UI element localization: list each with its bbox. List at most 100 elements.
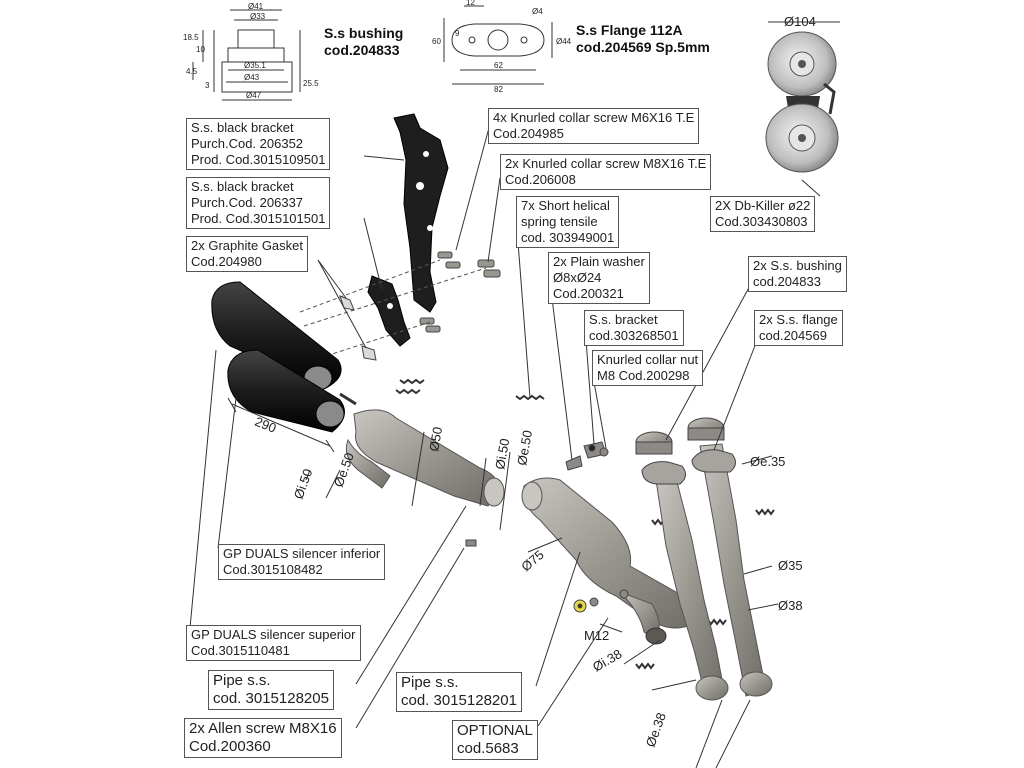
- dim-de50-b: Øe.50: [514, 429, 535, 466]
- label-optional: OPTIONAL cod.5683: [452, 720, 538, 760]
- label-black-bracket-2: S.s. black bracket Purch.Cod. 206337 Pro…: [186, 177, 331, 229]
- label-line: Cod.3015110481: [191, 643, 290, 658]
- label-line: 2x Knurled collar screw M8X16 T.E: [505, 156, 707, 171]
- dim-de38: Øe.38: [643, 711, 669, 749]
- dim-d38: Ø38: [778, 598, 803, 613]
- screws-m8: [477, 259, 501, 278]
- dim-m12: M12: [584, 628, 609, 643]
- dim-d35: Ø35: [778, 558, 803, 573]
- dim-bushing-25-5: 25.5: [303, 79, 319, 88]
- label-line: Cod.3015108482: [223, 562, 323, 577]
- label-line: S.s. bracket: [589, 312, 658, 327]
- bushing-detail-drawing: [192, 9, 301, 101]
- label-line: cod.204569: [759, 328, 827, 343]
- label-line: cod.303268501: [589, 328, 679, 343]
- dim-di50-b: Øi.50: [492, 437, 512, 470]
- label-line: Cod.303430803: [715, 214, 808, 229]
- label-line: 2x S.s. flange: [759, 312, 838, 327]
- label-pipe-1: Pipe s.s. cod. 3015128205: [208, 670, 334, 710]
- dim-flange-d4: Ø4: [532, 7, 543, 16]
- label-line: Pipe s.s.: [401, 674, 459, 691]
- flange-detail-drawing: [443, 5, 553, 85]
- label-silencer-superior: GP DUALS silencer superior Cod.301511048…: [186, 625, 361, 661]
- db-killer-drawing: [765, 21, 840, 173]
- dim-di50-a: Øi.50: [291, 467, 316, 501]
- label-line: Knurled collar nut: [597, 352, 699, 367]
- dim-d50-a: Ø50: [426, 426, 445, 453]
- label-line: Prod. Cod.3015101501: [191, 211, 326, 226]
- dim-flange-62: 62: [494, 61, 503, 70]
- header-flanges: [641, 449, 736, 485]
- dimension-lines: [227, 397, 779, 691]
- graphite-gaskets: [339, 295, 377, 361]
- dim-bushing-18-5: 18.5: [183, 33, 199, 42]
- label-leaders: [189, 123, 821, 768]
- bushing-dimensions: Ø41 Ø33 18.5 10 4.5 3 Ø35.1 Ø43 Ø47 25.5: [183, 2, 319, 100]
- label-ss-bracket: S.s. bracket cod.303268501: [584, 310, 684, 346]
- label-collar-nut: Knurled collar nut M8 Cod.200298: [592, 350, 704, 386]
- small-hardware: [465, 441, 629, 613]
- dim-bushing-d43: Ø43: [244, 73, 260, 82]
- label-line: Cod.206008: [505, 172, 576, 187]
- label-line: spring tensile: [521, 214, 598, 229]
- dim-bushing-3: 3: [205, 81, 210, 90]
- dim-de35: Øe.35: [750, 454, 785, 469]
- label-line: Cod.204985: [493, 126, 564, 141]
- dim-flange-82: 82: [494, 85, 503, 94]
- label-pipe-2: Pipe s.s. cod. 3015128201: [396, 672, 522, 712]
- dim-bushing-d41: Ø41: [248, 2, 264, 11]
- label-black-bracket-1: S.s. black bracket Purch.Cod. 206352 Pro…: [186, 118, 331, 170]
- label-line: S.s. black bracket: [191, 179, 294, 194]
- label-line: 4x Knurled collar screw M6X16 T.E: [493, 110, 695, 125]
- label-line: GP DUALS silencer superior: [191, 627, 356, 642]
- label-line: 2X Db-Killer ø22: [715, 198, 811, 213]
- dim-flange-12: 12: [466, 0, 475, 7]
- label-silencer-inferior: GP DUALS silencer inferior Cod.301510848…: [218, 544, 386, 580]
- header-pipes: [655, 443, 773, 701]
- flange-title-line2: cod.204569 Sp.5mm: [576, 39, 710, 55]
- label-line: Cod.204980: [191, 254, 262, 269]
- label-line: cod.204833: [753, 274, 821, 289]
- dim-d75: Ø75: [518, 547, 546, 574]
- silencer-inferior: [227, 349, 357, 433]
- label-line: 2x Allen screw M8X16: [189, 720, 337, 737]
- label-line: cod. 303949001: [521, 230, 615, 245]
- label-line: S.s. black bracket: [191, 120, 294, 135]
- label-line: cod.5683: [457, 740, 519, 757]
- label-line: cod. 3015128201: [401, 692, 517, 709]
- label-ss-bushing: 2x S.s. bushing cod.204833: [748, 256, 847, 292]
- bushing-title: S.s bushing cod.204833: [324, 25, 403, 59]
- link-pipe: [345, 409, 505, 507]
- label-line: 2x Plain washer: [553, 254, 645, 269]
- dim-bushing-d35-1: Ø35.1: [244, 61, 266, 70]
- dim-bushing-4-5: 4.5: [186, 67, 198, 76]
- screws-m6: [419, 251, 461, 333]
- label-screw-m8: 2x Knurled collar screw M8X16 T.E Cod.20…: [500, 154, 712, 190]
- dim-bushing-10: 10: [196, 45, 205, 54]
- label-line: 7x Short helical: [521, 198, 610, 213]
- header-bushings: [635, 417, 725, 455]
- black-bracket-lower: [367, 275, 411, 347]
- dim-flange-d44: Ø44: [556, 37, 572, 46]
- leader-dashes: [299, 259, 487, 359]
- dim-di38: Øi.38: [590, 646, 624, 675]
- flange-title: S.s Flange 112A cod.204569 Sp.5mm: [576, 22, 710, 56]
- bushing-title-line1: S.s bushing: [324, 25, 404, 41]
- label-line: OPTIONAL: [457, 722, 533, 739]
- label-line: 2x S.s. bushing: [753, 258, 842, 273]
- label-screw-m6: 4x Knurled collar screw M6X16 T.E Cod.20…: [488, 108, 700, 144]
- dim-dbkiller-d104: Ø104: [784, 14, 816, 29]
- label-ss-flange: 2x S.s. flange cod.204569: [754, 310, 843, 346]
- label-line: Cod.200360: [189, 738, 271, 755]
- dim-flange-9: 9: [455, 29, 460, 38]
- black-bracket-upper: [393, 113, 449, 313]
- flange-dimensions: 12 Ø4 9 60 Ø44 62 82: [432, 0, 572, 94]
- label-line: Prod. Cod.3015109501: [191, 152, 326, 167]
- label-line: Ø8xØ24: [553, 270, 602, 285]
- label-line: Cod.200321: [553, 286, 624, 301]
- label-allen-screw: 2x Allen screw M8X16 Cod.200360: [184, 718, 342, 758]
- label-graphite-gasket: 2x Graphite Gasket Cod.204980: [186, 236, 308, 272]
- dim-bushing-d47: Ø47: [246, 91, 262, 100]
- label-line: Purch.Cod. 206337: [191, 195, 304, 210]
